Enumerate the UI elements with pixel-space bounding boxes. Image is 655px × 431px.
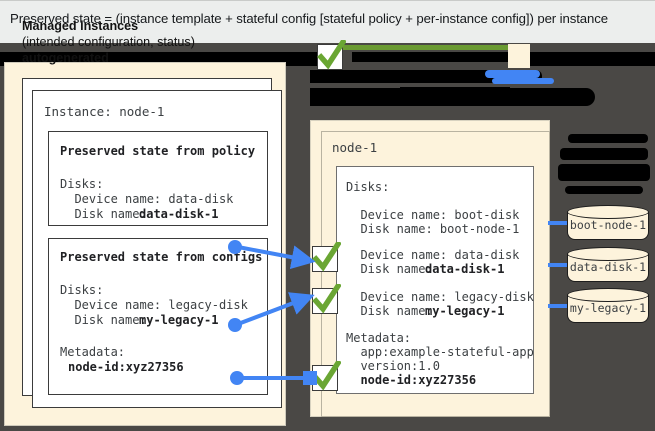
redaction-bar-top-2	[0, 52, 12, 58]
caption-bar: Preserved state = (instance template + s…	[0, 0, 655, 43]
disk-cylinder-legacy: my-legacy-1	[567, 288, 649, 324]
configs-disks-label: Disks:	[60, 283, 104, 297]
node1-data-disk-label: Disk name:	[346, 262, 440, 276]
connector-data-disk	[548, 263, 570, 267]
node1-data-device: Device name: data-disk	[346, 248, 520, 262]
cream-chip-top	[508, 44, 530, 68]
check-glyph	[312, 361, 341, 391]
disk-label-data: data-disk-1	[569, 260, 647, 274]
check-icon-data-disk	[312, 242, 341, 272]
connector-boot-disk	[548, 221, 570, 225]
redaction-right-3	[558, 164, 650, 181]
configs-device-name: Device name: legacy-disk	[60, 298, 248, 312]
configs-disk-name-value: my-legacy-1	[139, 313, 219, 327]
node1-legacy-device: Device name: legacy-disk	[346, 290, 534, 304]
cylinder-top	[567, 247, 649, 261]
disk-label-boot: boot-node-1	[569, 218, 647, 232]
check-glyph	[317, 40, 346, 70]
policy-disk-name-label: Disk name:	[60, 207, 154, 221]
configs-metadata-label: Metadata:	[60, 345, 126, 359]
cylinder-top	[567, 288, 649, 302]
node1-metadata-version: version:1.0	[346, 359, 440, 373]
redaction-right-1	[568, 134, 648, 143]
preserved-state-policy-box	[48, 131, 268, 226]
configs-disk-name-label: Disk name:	[60, 313, 154, 327]
node1-boot-disk: Disk name: boot-node-1	[346, 222, 520, 236]
preserved-state-configs-box	[48, 238, 268, 395]
redaction-blue-scribble	[485, 70, 540, 78]
policy-device-name: Device name: data-disk	[60, 192, 234, 206]
green-underline-top	[330, 45, 510, 50]
redaction-block-2	[310, 88, 595, 106]
node1-legacy-disk-label: Disk name:	[346, 304, 440, 318]
redaction-block-1	[310, 70, 542, 83]
node1-disks-label: Disks:	[346, 180, 390, 194]
caption-text: Preserved state = (instance template + s…	[10, 11, 608, 26]
check-icon-top	[317, 40, 346, 70]
check-icon-node-id	[312, 361, 341, 391]
policy-disk-name-value: data-disk-1	[139, 207, 219, 221]
check-glyph	[312, 242, 341, 272]
cylinder-top	[567, 205, 649, 219]
configs-box-heading: Preserved state from configs	[60, 250, 263, 264]
redaction-right-4	[565, 186, 643, 194]
managed-instances-subtitle: (intended configuration, status)	[22, 35, 195, 49]
node1-metadata-label: Metadata:	[346, 331, 412, 345]
instance-heading: Instance: node-1	[44, 104, 165, 119]
policy-disks-label: Disks:	[60, 177, 104, 191]
disk-cylinder-data: data-disk-1	[567, 247, 649, 283]
policy-box-heading: Preserved state from policy	[60, 144, 256, 158]
disk-label-legacy: my-legacy-1	[569, 301, 647, 315]
disk-cylinder-boot: boot-node-1	[567, 205, 649, 241]
node1-legacy-disk-value: my-legacy-1	[425, 304, 505, 318]
node1-boot-device: Device name: boot-disk	[346, 208, 520, 222]
connector-legacy-disk	[548, 304, 570, 308]
redaction-bar-top-3	[352, 52, 510, 62]
check-icon-legacy-disk	[312, 284, 341, 314]
configs-metadata-value: node-id:xyz27356	[68, 360, 184, 374]
node1-data-disk-value: data-disk-1	[425, 262, 505, 276]
redaction-blue-scribble-2	[492, 78, 554, 84]
check-glyph	[312, 284, 341, 314]
managed-instances-title: Managed instances	[22, 19, 139, 33]
node1-metadata-nodeid: node-id:xyz27356	[346, 373, 477, 387]
redaction-thin-line	[400, 87, 510, 89]
node1-heading: node-1	[332, 140, 378, 155]
redaction-pill-top-right	[543, 57, 583, 64]
node1-detail-box	[336, 166, 534, 394]
redaction-right-2	[560, 148, 648, 160]
node1-metadata-app: app:example-stateful-app	[346, 345, 534, 359]
managed-instances-autogenerated: autogenerated	[22, 51, 109, 65]
